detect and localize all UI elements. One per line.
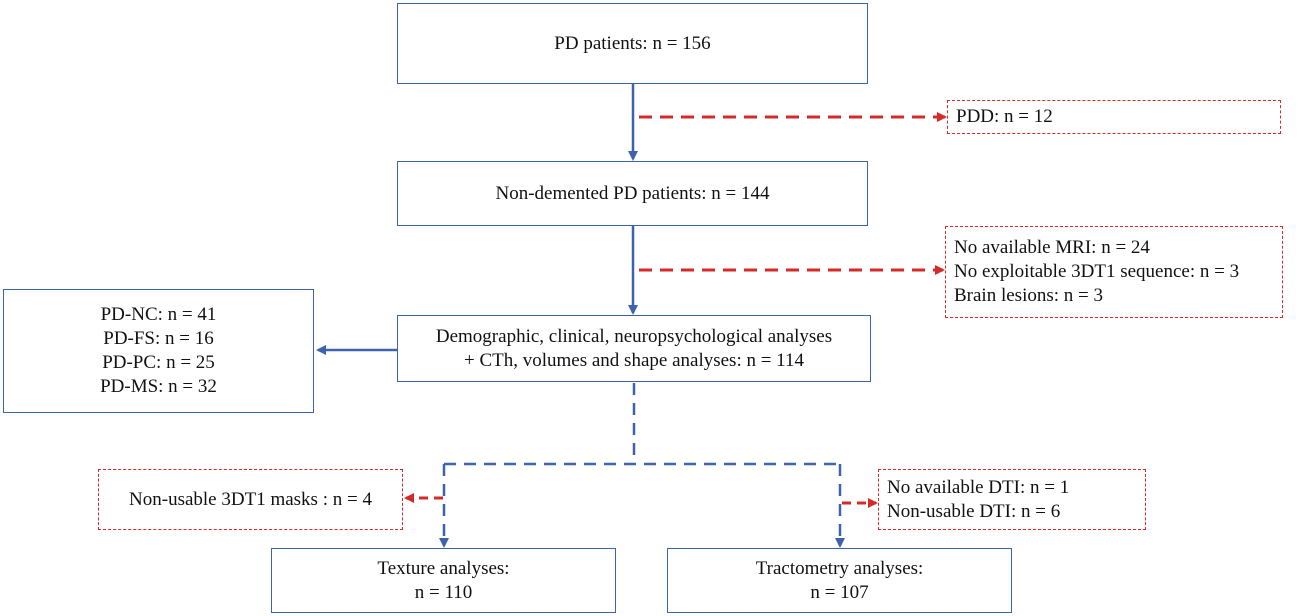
- analyses-box: Demographic, clinical, neuropsychologica…: [397, 315, 871, 382]
- subgroup-line: PD-MS: n = 32: [100, 376, 217, 397]
- subgroup-line: PD-NC: n = 41: [100, 304, 217, 325]
- texture-line: Texture analyses:: [377, 557, 510, 579]
- dti-exclusion-line: Non-usable DTI: n = 6: [887, 500, 1061, 522]
- tractometry-line: Tractometry analyses:: [755, 557, 924, 579]
- mask-exclusion-label: Non-usable 3DT1 masks : n = 4: [129, 488, 372, 510]
- mri-exclusion-line: No available MRI: n = 24: [954, 237, 1150, 258]
- subgroup-line: PD-PC: n = 25: [102, 352, 215, 373]
- subgroup-line: PD-FS: n = 16: [103, 328, 214, 349]
- dti-exclusion-box: No available DTI: n = 1 Non-usable DTI: …: [878, 469, 1146, 530]
- mri-exclusion-box: No available MRI: n = 24 No exploitable …: [945, 226, 1283, 318]
- pd-patients-label: PD patients: n = 156: [554, 32, 711, 54]
- pdd-exclusion-box: PDD: n = 12: [947, 100, 1281, 134]
- dti-exclusion-line: No available DTI: n = 1: [887, 476, 1070, 498]
- tractometry-box: Tractometry analyses: n = 107: [667, 548, 1012, 613]
- pdd-exclusion-label: PDD: n = 12: [956, 106, 1053, 127]
- non-demented-box: Non-demented PD patients: n = 144: [397, 161, 868, 226]
- pd-patients-box: PD patients: n = 156: [397, 3, 868, 84]
- analyses-line: + CTh, volumes and shape analyses: n = 1…: [464, 349, 804, 371]
- non-demented-label: Non-demented PD patients: n = 144: [495, 182, 770, 204]
- subgroups-box: PD-NC: n = 41 PD-FS: n = 16 PD-PC: n = 2…: [3, 289, 314, 413]
- tractometry-line: n = 107: [810, 581, 869, 603]
- texture-line: n = 110: [414, 581, 473, 603]
- texture-box: Texture analyses: n = 110: [271, 548, 616, 613]
- mask-exclusion-box: Non-usable 3DT1 masks : n = 4: [98, 469, 403, 530]
- mri-exclusion-line: No exploitable 3DT1 sequence: n = 3: [954, 261, 1240, 282]
- mri-exclusion-line: Brain lesions: n = 3: [954, 285, 1103, 306]
- analyses-line: Demographic, clinical, neuropsychologica…: [435, 325, 833, 347]
